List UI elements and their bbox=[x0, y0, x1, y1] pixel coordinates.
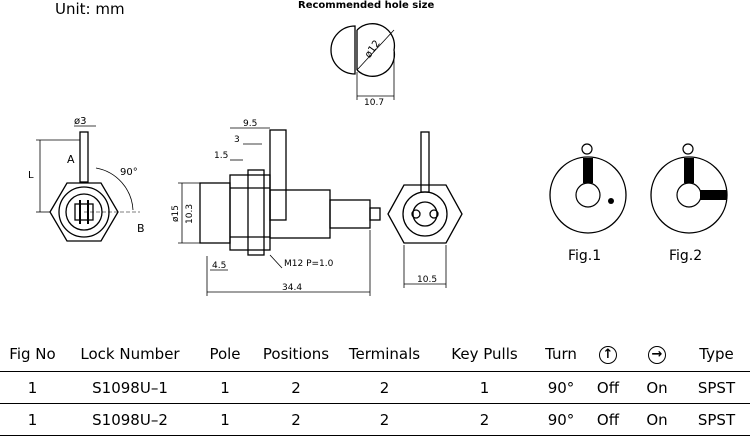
cell: 1 bbox=[195, 371, 255, 404]
cell: Off bbox=[585, 371, 631, 404]
cell: 2 bbox=[255, 371, 337, 404]
side-dim-4: 10.3 bbox=[185, 204, 195, 224]
header-positions: Positions bbox=[255, 337, 337, 372]
header-up-arrow-icon: ↑ bbox=[585, 337, 631, 372]
side-thread-label: M12 P=1.0 bbox=[284, 259, 334, 269]
fig1-caption: Fig.1 bbox=[568, 248, 602, 264]
hole-size-title: Recommended hole size bbox=[298, 0, 435, 11]
cell: 2 bbox=[255, 403, 337, 436]
front-dim-l: L bbox=[28, 170, 34, 181]
header-fig-no: Fig No bbox=[0, 337, 65, 372]
side-dim-1: 3 bbox=[234, 135, 240, 145]
side-dim-5: 4.5 bbox=[212, 261, 226, 271]
rear-view bbox=[387, 131, 463, 288]
side-dim-0: 9.5 bbox=[243, 119, 257, 129]
side-dim-3: ø15 bbox=[171, 205, 181, 222]
cell: 1 bbox=[432, 371, 537, 404]
side-view bbox=[178, 127, 381, 296]
header-terminals: Terminals bbox=[337, 337, 432, 372]
cell: Off bbox=[585, 403, 631, 436]
side-dim-6: 34.4 bbox=[282, 283, 302, 293]
cell: 2 bbox=[337, 371, 432, 404]
front-dim-top: ø3 bbox=[74, 116, 86, 127]
cell: S1098U–2 bbox=[65, 403, 195, 436]
hole-dia-label: ø12 bbox=[363, 38, 383, 60]
cell: 1 bbox=[0, 403, 65, 436]
table-header-row: Fig No Lock Number Pole Positions Termin… bbox=[0, 337, 750, 372]
hole-width-label: 10.7 bbox=[364, 98, 384, 108]
spec-table: Fig No Lock Number Pole Positions Termin… bbox=[0, 337, 750, 436]
fig2-caption: Fig.2 bbox=[669, 248, 703, 264]
header-key-pulls: Key Pulls bbox=[432, 337, 537, 372]
right-arrow-icon: → bbox=[648, 346, 666, 364]
header-type: Type bbox=[683, 337, 750, 372]
cell: 2 bbox=[432, 403, 537, 436]
cell: 1 bbox=[195, 403, 255, 436]
front-view bbox=[36, 125, 140, 242]
cell: SPST bbox=[683, 371, 750, 404]
fig2-diagram bbox=[650, 143, 728, 234]
header-lock-number: Lock Number bbox=[65, 337, 195, 372]
cell: 1 bbox=[0, 371, 65, 404]
side-dim-2: 1.5 bbox=[214, 151, 228, 161]
front-angle: 90° bbox=[120, 167, 138, 178]
fig1-diagram bbox=[549, 143, 627, 234]
recommended-hole bbox=[330, 23, 396, 100]
cell: On bbox=[631, 371, 683, 404]
table-row: 1 S1098U–2 1 2 2 2 90° Off On SPST bbox=[0, 403, 750, 436]
cell: SPST bbox=[683, 403, 750, 436]
cell: On bbox=[631, 403, 683, 436]
front-label-b: B bbox=[137, 222, 145, 235]
cell: 90° bbox=[537, 403, 585, 436]
cell: 90° bbox=[537, 371, 585, 404]
technical-drawing: ø12 10.7 ø3 L A B 90° bbox=[28, 23, 728, 296]
unit-label: Unit: mm bbox=[55, 0, 125, 18]
header-turn: Turn bbox=[537, 337, 585, 372]
up-arrow-icon: ↑ bbox=[599, 346, 617, 364]
rear-dim: 10.5 bbox=[417, 275, 437, 285]
header-pole: Pole bbox=[195, 337, 255, 372]
front-label-a: A bbox=[67, 153, 75, 166]
cell: S1098U–1 bbox=[65, 371, 195, 404]
table-row: 1 S1098U–1 1 2 2 1 90° Off On SPST bbox=[0, 371, 750, 404]
header-right-arrow-icon: → bbox=[631, 337, 683, 372]
cell: 2 bbox=[337, 403, 432, 436]
